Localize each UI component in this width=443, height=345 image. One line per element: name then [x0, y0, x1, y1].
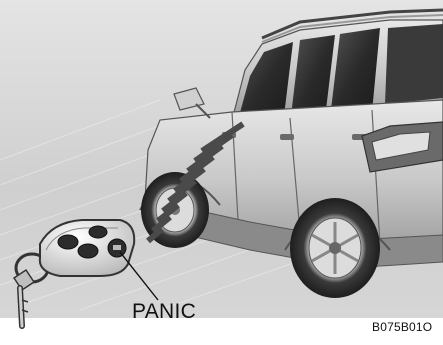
figure-code: B075B01O: [372, 320, 432, 334]
panic-button-callout: PANIC: [132, 300, 196, 324]
